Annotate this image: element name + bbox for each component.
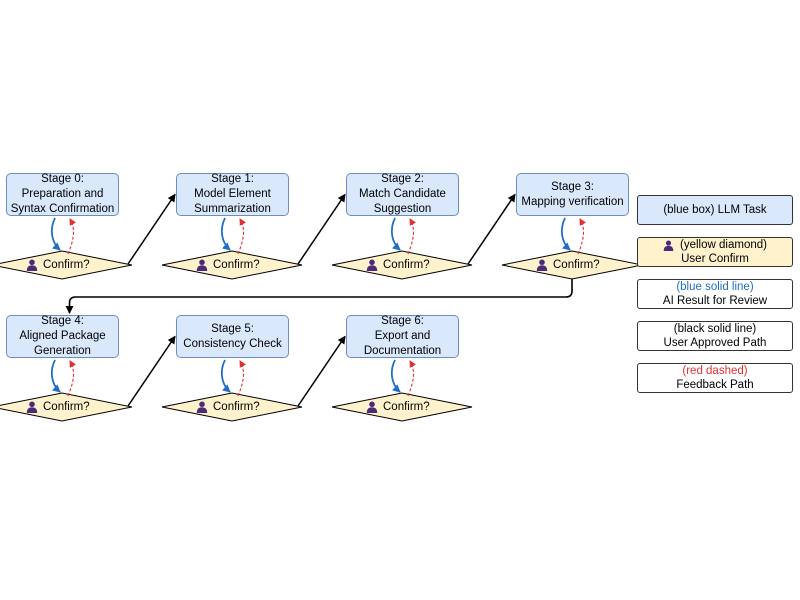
stage-label-line: Stage 1: <box>211 173 254 185</box>
ai-result-arrow-3 <box>560 217 571 251</box>
stage-label-line: Match Candidate <box>359 188 446 200</box>
stage-label-line: Documentation <box>363 345 442 357</box>
legend-item-red: (red dashed) Feedback Path <box>637 363 793 393</box>
confirm-label-1: Confirm? <box>196 257 260 273</box>
legend-description: Feedback Path <box>676 379 754 391</box>
approved-path-arrow <box>297 335 346 407</box>
user-icon <box>366 259 378 271</box>
legend-description: AI Result for Review <box>662 295 768 307</box>
stage-box-5: Stage 5: Consistency Check <box>176 315 289 358</box>
stage-label-line: Preparation and <box>21 188 104 200</box>
stage-label-line: Stage 6: <box>381 315 424 327</box>
stage-label-line: Syntax Confirmation <box>10 203 115 215</box>
user-icon <box>196 401 208 413</box>
stage-label-line: Generation <box>34 345 91 357</box>
legend-label: (blue box) LLM Task <box>663 204 767 216</box>
confirm-label-3: Confirm? <box>536 257 600 273</box>
ai-result-arrow-6 <box>390 359 401 393</box>
ai-result-arrow-5 <box>220 359 231 393</box>
stage-label-line: Mapping verification <box>521 195 624 208</box>
stage-label-line: Consistency Check <box>183 337 282 350</box>
stage-label-line: Export and <box>374 330 431 342</box>
approved-path-arrow <box>127 335 176 407</box>
stage-label-line: Stage 2: <box>381 173 424 185</box>
feedback-arrow-2 <box>407 218 416 255</box>
confirm-text: Confirm? <box>553 259 600 271</box>
approved-path-wrap-arrow <box>65 279 573 314</box>
ai-result-arrow-1 <box>220 217 231 251</box>
legend-item-black: (black solid line) User Approved Path <box>637 321 793 351</box>
ai-result-arrow-4 <box>50 359 61 393</box>
stage-label-line: Stage 0: <box>41 173 84 185</box>
confirm-label-4: Confirm? <box>26 399 90 415</box>
user-icon <box>366 401 378 413</box>
stage-label-line: Stage 3: <box>551 180 594 193</box>
legend-label: (yellow diamond) <box>680 239 767 251</box>
legend-item-confirm: (yellow diamond) User Confirm <box>637 237 793 267</box>
approved-path-arrow <box>467 193 516 265</box>
stage-box-3: Stage 3: Mapping verification <box>516 173 629 216</box>
ai-result-arrow-2 <box>390 217 401 251</box>
stage-label-line: Stage 5: <box>211 322 254 335</box>
ai-result-arrow-0 <box>50 217 61 251</box>
confirm-diamond-6 <box>331 392 473 422</box>
confirm-diamond-0 <box>0 250 133 280</box>
feedback-arrow-0 <box>67 218 76 255</box>
confirm-diamond-2 <box>331 250 473 280</box>
feedback-arrow-1 <box>237 218 246 255</box>
legend-label: (red dashed) <box>682 365 748 377</box>
stage-label-line: Stage 4: <box>41 315 84 327</box>
confirm-text: Confirm? <box>43 401 90 413</box>
feedback-arrow-6 <box>407 360 416 397</box>
confirm-label-2: Confirm? <box>366 257 430 273</box>
confirm-text: Confirm? <box>213 259 260 271</box>
user-icon <box>663 239 674 251</box>
user-icon <box>196 259 208 271</box>
legend-item-blue: (blue solid line) AI Result for Review <box>637 279 793 309</box>
legend-description: User Approved Path <box>663 337 767 349</box>
legend-label: (black solid line) <box>673 323 757 335</box>
confirm-diamond-4 <box>0 392 133 422</box>
stage-label-line: Aligned Package <box>19 330 106 342</box>
legend-item-llm: (blue box) LLM Task <box>637 195 793 225</box>
confirm-text: Confirm? <box>43 259 90 271</box>
confirm-label-6: Confirm? <box>366 399 430 415</box>
feedback-arrow-3 <box>577 218 586 255</box>
stage-label-line: Model Element <box>194 188 271 200</box>
feedback-arrow-4 <box>67 360 76 397</box>
stage-label-line: Suggestion <box>373 203 432 215</box>
confirm-text: Confirm? <box>213 401 260 413</box>
confirm-diamond-1 <box>161 250 303 280</box>
confirm-label-5: Confirm? <box>196 399 260 415</box>
user-icon <box>26 401 38 413</box>
confirm-text: Confirm? <box>383 401 430 413</box>
stage-label-line: Summarization <box>194 203 271 215</box>
confirm-diamond-5 <box>161 392 303 422</box>
approved-path-arrow <box>297 193 346 265</box>
approved-path-arrow <box>127 193 176 265</box>
legend-label: (blue solid line) <box>676 281 754 293</box>
confirm-label-0: Confirm? <box>26 257 90 273</box>
user-icon <box>26 259 38 271</box>
legend-description: User Confirm <box>681 253 749 265</box>
feedback-arrow-5 <box>237 360 246 397</box>
user-icon <box>536 259 548 271</box>
confirm-text: Confirm? <box>383 259 430 271</box>
